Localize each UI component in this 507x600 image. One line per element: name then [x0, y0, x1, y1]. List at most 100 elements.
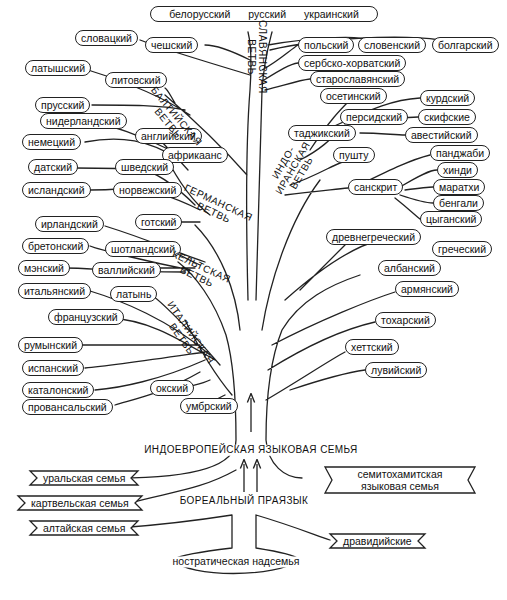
language-blob: готский — [135, 214, 182, 230]
language-blob: пушту — [333, 147, 375, 163]
language-blob: латынь — [110, 286, 157, 302]
language-name: белорусский — [169, 8, 230, 20]
family-label: ИНДОЕВРОПЕЙСКАЯ ЯЗЫКОВАЯ СЕМЬЯ — [142, 445, 359, 456]
language-name: немецкий — [28, 136, 75, 148]
language-name: курдский — [426, 92, 469, 104]
language-name: шотландский — [111, 243, 175, 255]
language-blob: нидерландский — [40, 113, 127, 129]
language-name: ирландский — [41, 218, 98, 230]
language-blob: хинди — [437, 162, 478, 178]
language-name: латышский — [31, 62, 85, 74]
ribbon-shape — [325, 467, 475, 493]
language-blob: греческий — [432, 241, 492, 257]
language-name: таджикский — [294, 127, 350, 139]
language-name: окский — [156, 382, 188, 394]
language-blob: древнегреческий — [326, 229, 421, 245]
language-blob: маратхи — [433, 179, 485, 195]
language-name: старославянский — [316, 73, 399, 85]
language-name: каталонский — [28, 384, 88, 396]
branch-label: ИНДО-ИРАНСКАЯ ВЕТВЬ — [264, 133, 323, 203]
language-name: тохарский — [381, 314, 430, 326]
language-blob: старославянский — [310, 71, 405, 87]
language-blob: каталонский — [22, 382, 94, 398]
family-ribbon: семитохамитская языковая семья — [325, 466, 475, 494]
family-ribbon: алтайская семья — [30, 520, 138, 536]
ribbon-shape — [30, 471, 138, 485]
language-name: лувийский — [371, 364, 421, 376]
language-blob: польский — [298, 37, 354, 53]
language-name: румынский — [24, 339, 77, 351]
language-blob: исландский — [22, 182, 91, 198]
language-name: прусский — [41, 99, 84, 111]
language-name: умбрский — [186, 400, 232, 412]
language-name: латынь — [116, 288, 151, 300]
language-blob: испанский — [22, 360, 84, 376]
language-name: французский — [54, 311, 118, 323]
language-blob: цыганский — [420, 211, 482, 227]
language-blob: санскрит — [348, 179, 403, 195]
language-name: санскрит — [354, 181, 397, 193]
language-name: цыганский — [426, 213, 476, 225]
branch-label: ИТАЛИЙСКАЯ ВЕТВЬ — [155, 298, 217, 374]
language-blob: немецкий — [22, 134, 81, 150]
language-name: семитохамитская языковая семья — [338, 468, 462, 492]
language-name: панджаби — [436, 147, 484, 159]
ribbon-shape — [30, 521, 138, 535]
family-ribbon: картвельская семья — [18, 495, 142, 511]
language-name: маратхи — [439, 181, 479, 193]
language-blob: бенгали — [433, 195, 484, 211]
language-name: русский — [248, 8, 286, 20]
language-blob: мэнский — [18, 260, 70, 276]
language-blob: скифские — [418, 109, 476, 125]
language-name: норвежский — [119, 184, 176, 196]
language-name: шведский — [121, 161, 168, 173]
language-name: валлийский — [98, 264, 155, 276]
language-blob: хеттский — [345, 339, 399, 355]
language-blob: умбрский — [180, 398, 238, 414]
language-blob: албанский — [378, 260, 441, 276]
language-name: пушту — [339, 149, 369, 161]
language-name: исландский — [28, 184, 85, 196]
ribbon-shape — [18, 496, 142, 510]
language-blob: прусский — [35, 97, 90, 113]
language-blob: провансальский — [22, 399, 113, 415]
language-name: нидерландский — [46, 115, 121, 127]
language-blob: датский — [28, 159, 78, 175]
language-name: провансальский — [28, 401, 107, 413]
language-name: древнегреческий — [332, 231, 415, 243]
family-label: БОРЕАЛЬНЫЙ ПРАЯЗЫК — [178, 496, 311, 507]
branch-label: БАЛТИЙСКАЯ ВЕТВЬ — [139, 84, 205, 157]
language-name: бретонский — [28, 240, 83, 252]
ribbon-shape — [330, 534, 425, 548]
up-arrow — [243, 464, 244, 492]
language-name: армянский — [401, 283, 453, 295]
language-name: хеттский — [351, 341, 393, 353]
language-name: скифские — [424, 111, 470, 123]
language-name: испанский — [28, 362, 78, 374]
language-blob: итальянский — [18, 283, 91, 299]
language-blob: таджикский — [288, 125, 356, 141]
language-name: осетинский — [326, 90, 381, 102]
language-name: африкаанс — [168, 149, 222, 161]
language-blob: шотландский — [105, 241, 181, 257]
language-blob: белорусскийрусскийукраинский — [150, 6, 378, 22]
language-blob: окский — [150, 380, 194, 396]
language-name: чешский — [151, 39, 192, 51]
language-blob: ирландский — [35, 216, 104, 232]
language-blob: тохарский — [375, 312, 436, 328]
language-blob: лувийский — [365, 362, 427, 378]
language-name: литовский — [111, 74, 161, 86]
language-blob: французский — [48, 309, 124, 325]
language-name: хинди — [443, 164, 472, 176]
language-name: итальянский — [24, 285, 85, 297]
language-blob: румынский — [18, 337, 83, 353]
language-name: персидский — [346, 111, 402, 123]
language-blob: словацкий — [75, 30, 138, 46]
language-blob: армянский — [395, 281, 459, 297]
language-name: датский — [34, 161, 72, 173]
language-blob: словенский — [358, 37, 426, 53]
language-blob: курдский — [420, 90, 475, 106]
family-label: ностратическая надсемья — [171, 556, 302, 567]
language-name: готский — [141, 216, 176, 228]
